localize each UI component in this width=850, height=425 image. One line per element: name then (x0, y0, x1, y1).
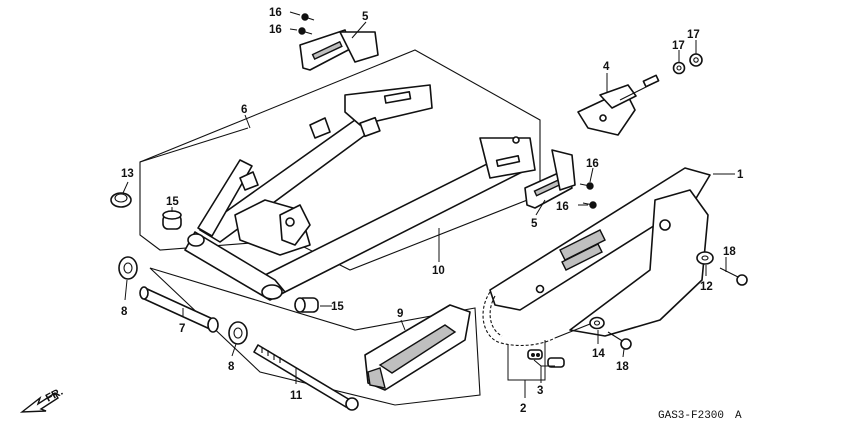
callout-7: 7 (179, 323, 185, 335)
callout-5-right: 5 (531, 218, 538, 230)
callout-10: 10 (432, 265, 445, 277)
callout-16-b: 16 (269, 24, 282, 36)
callout-15-b: 15 (331, 301, 344, 313)
callout-16-d: 16 (556, 201, 569, 213)
nut-17-b (689, 53, 703, 67)
leader-lines (122, 11, 735, 398)
shock-bracket (577, 74, 660, 136)
callout-2: 2 (520, 403, 526, 415)
callout-8-b: 8 (228, 361, 235, 373)
bolt-16-d (582, 201, 597, 209)
seal-8-lower (228, 321, 248, 345)
callout-13: 13 (121, 168, 134, 180)
callout-5-top: 5 (362, 11, 369, 23)
callout-16-c: 16 (586, 158, 599, 170)
callout-16-a: 16 (269, 7, 282, 19)
front-direction-arrow-icon: FR. (19, 386, 65, 413)
callout-15-a: 15 (166, 196, 179, 208)
pivot-cap-13 (110, 192, 132, 208)
bolt-16-b (298, 27, 313, 35)
callout-8-a: 8 (121, 306, 128, 318)
callout-3: 3 (537, 385, 543, 397)
pivot-bolt-11 (253, 344, 359, 411)
revision-mark: A (735, 410, 742, 422)
pivot-collar-7 (139, 286, 219, 333)
callout-12: 12 (700, 281, 713, 293)
callout-1: 1 (737, 169, 744, 181)
chain-adjuster-plate-upper (299, 29, 379, 71)
direction-label: FR. (44, 386, 65, 405)
chain-case (489, 167, 711, 337)
nut-17-a (672, 61, 686, 75)
callout-18-b: 18 (616, 361, 629, 373)
chain-slider (364, 304, 471, 391)
callout-17-b: 17 (687, 29, 700, 41)
bushing-15-upper (162, 210, 182, 230)
seal-8-upper (118, 256, 138, 280)
callout-4: 4 (603, 61, 610, 73)
bolt-18-upper (719, 267, 748, 286)
lower-assembly-outline (149, 267, 481, 406)
swingarm (184, 84, 536, 301)
callout-9: 9 (397, 308, 403, 320)
bolt-16-c (579, 182, 594, 190)
chain-joint (527, 349, 565, 368)
chain-adjuster-plate-right (524, 149, 576, 209)
bushing-15-lower (294, 297, 319, 313)
diagram-code: GAS3-F2300 (658, 410, 724, 422)
bolt-16-a (301, 13, 315, 21)
callout-6: 6 (241, 104, 247, 116)
callout-14: 14 (592, 348, 605, 360)
callout-11: 11 (290, 390, 303, 402)
collar-12 (696, 251, 714, 265)
callout-18-a: 18 (723, 246, 736, 258)
swingarm-assembly-outline (139, 49, 541, 271)
collar-14 (589, 316, 605, 330)
bolt-18-lower (607, 331, 632, 350)
callout-17-a: 17 (672, 40, 685, 52)
